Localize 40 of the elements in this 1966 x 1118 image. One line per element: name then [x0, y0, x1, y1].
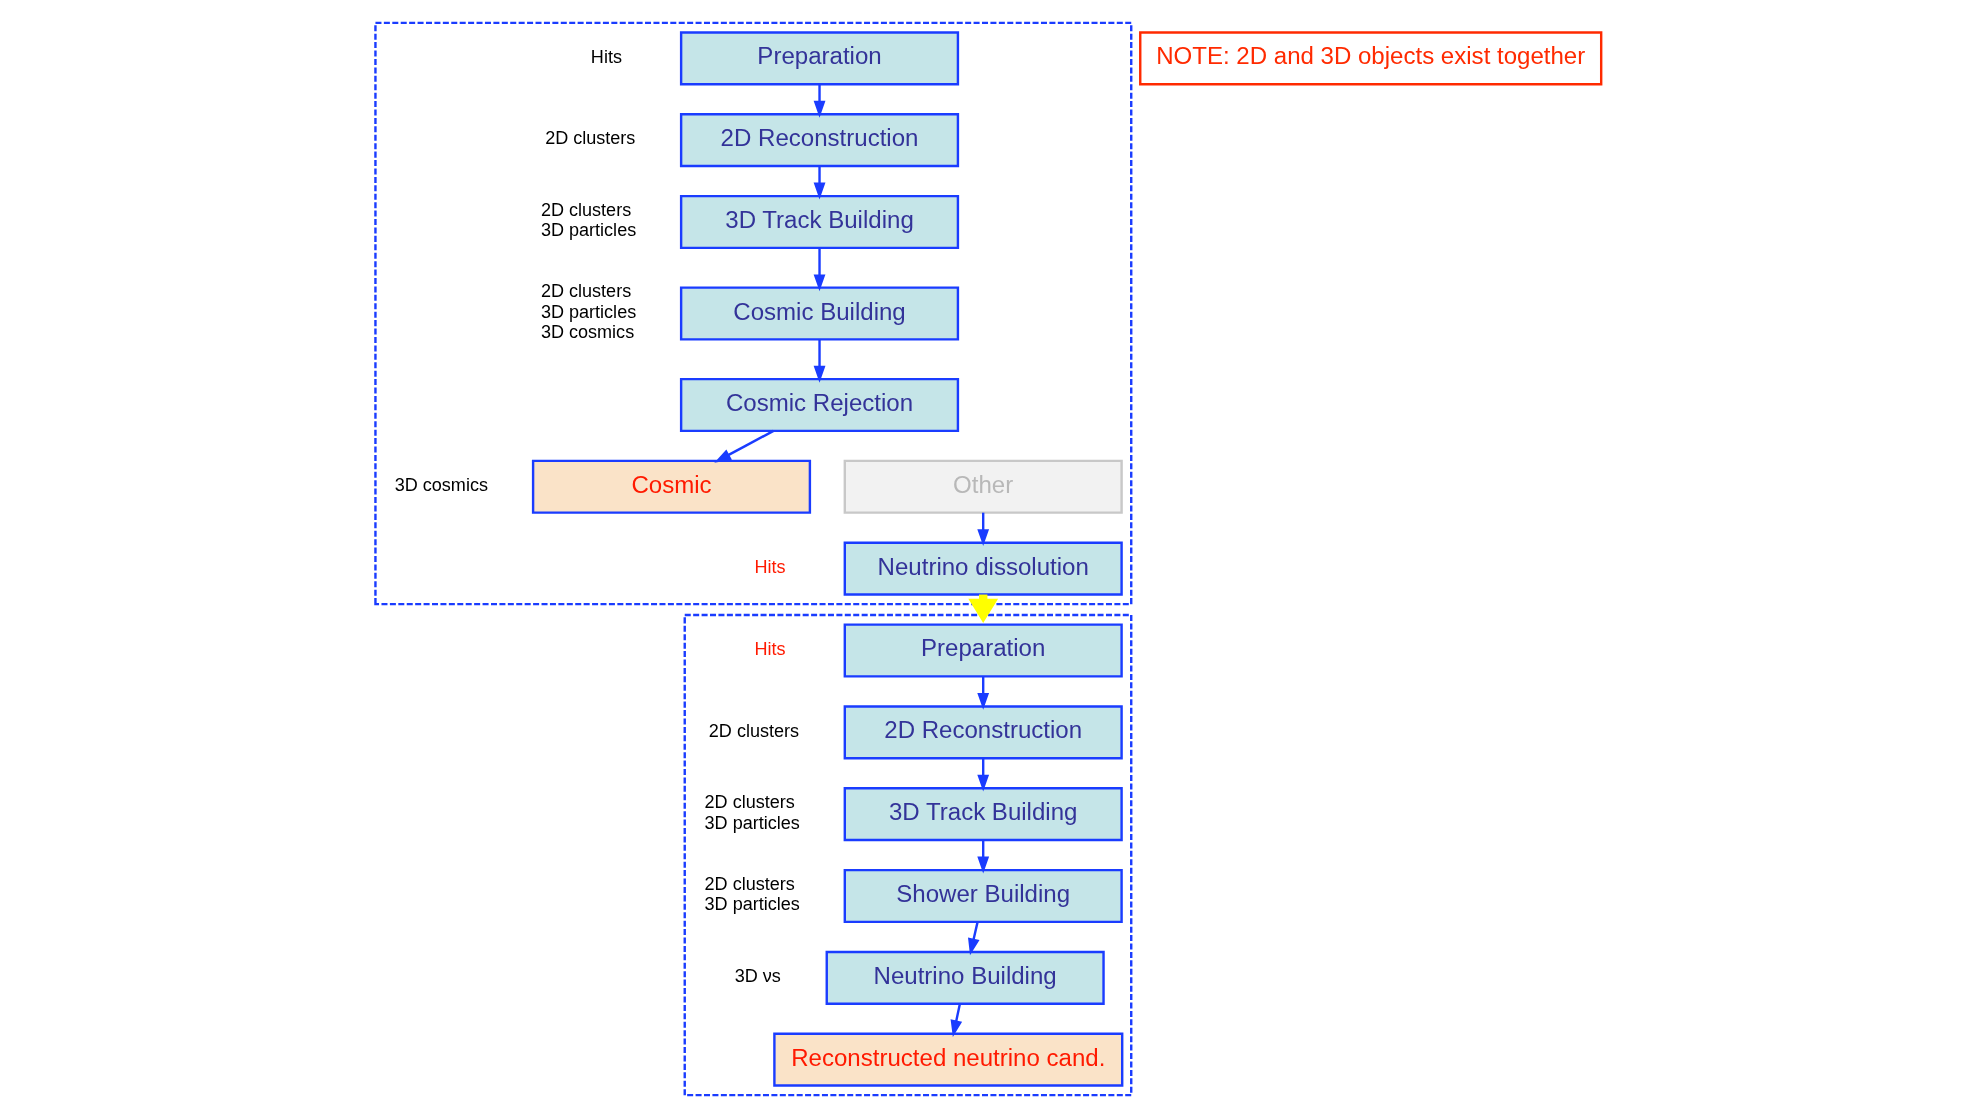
- node-label: 2D clusters: [540, 200, 631, 221]
- node-box: Reconstructed neutrino cand.: [772, 1032, 1123, 1087]
- node-label: 3D particles: [704, 894, 800, 915]
- arrow: [713, 429, 774, 463]
- node-label: 2D clusters: [540, 281, 631, 302]
- arrow: [813, 339, 825, 383]
- node-label: Hits: [754, 638, 786, 659]
- node-box: Neutrino dissolution: [843, 541, 1123, 596]
- node-box: NOTE: 2D and 3D objects exist together: [1138, 31, 1602, 86]
- node-label: 2D clusters: [708, 720, 799, 741]
- node-box: Other: [843, 459, 1123, 514]
- node-label: 3D νs: [734, 966, 781, 987]
- node-label: 2D clusters: [544, 128, 635, 149]
- node-box: Shower Building: [843, 868, 1123, 924]
- node-box: 3D Track Building: [679, 194, 959, 250]
- node-box: 2D Reconstruction: [843, 705, 1123, 760]
- node-label: 3D particles: [540, 220, 636, 241]
- arrow: [967, 921, 979, 956]
- node-label: 3D particles: [540, 301, 636, 322]
- arrow: [950, 1003, 962, 1038]
- node-label: Hits: [590, 46, 622, 67]
- node-box: Cosmic Building: [679, 286, 959, 341]
- node-box: Cosmic: [531, 459, 811, 514]
- node-label: 3D particles: [704, 812, 800, 833]
- arrow: [813, 166, 825, 200]
- node-box: 2D Reconstruction: [679, 113, 959, 168]
- node-label: 3D cosmics: [540, 322, 634, 343]
- node-box: 3D Track Building: [843, 787, 1123, 842]
- arrow: [813, 248, 825, 292]
- node-label: 3D cosmics: [394, 475, 488, 495]
- arrow: [813, 84, 825, 118]
- node-label: Hits: [754, 556, 786, 577]
- node-label: 2D clusters: [704, 792, 795, 813]
- node-box: Preparation: [843, 623, 1123, 678]
- node-box: Cosmic Rejection: [679, 377, 959, 433]
- node-box: Neutrino Building: [825, 950, 1105, 1005]
- node-label: 2D clusters: [704, 873, 795, 894]
- cluster: [683, 613, 1132, 1097]
- cluster: [373, 21, 1132, 606]
- node-box: Preparation: [679, 31, 959, 86]
